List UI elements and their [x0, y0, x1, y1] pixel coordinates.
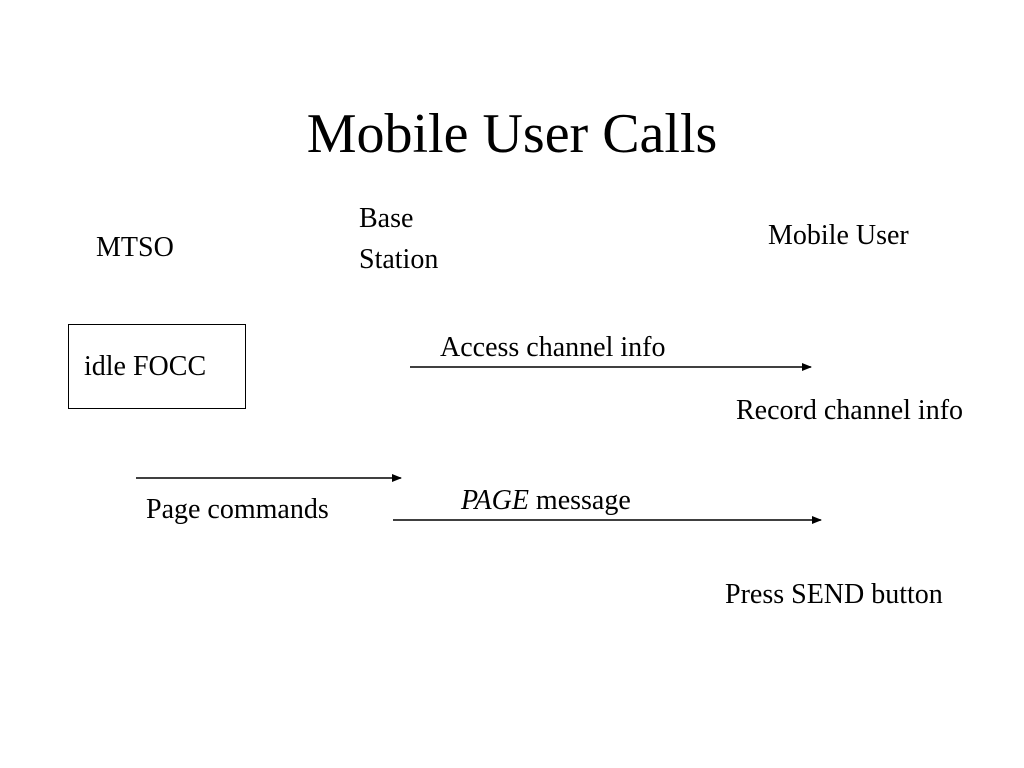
page-message-label: PAGE message: [461, 484, 631, 518]
page-message-suffix: message: [528, 485, 631, 516]
page-title: Mobile User Calls: [306, 103, 718, 165]
base-station-label-line1: Base: [359, 203, 414, 234]
idle-focc-box: [68, 324, 246, 409]
idle-focc-label: idle FOCC: [84, 351, 207, 382]
mtso-label: MTSO: [96, 232, 174, 263]
press-send-label: Press SEND button: [725, 579, 943, 610]
base-station-label-line2: Station: [359, 244, 439, 275]
access-channel-label: Access channel info: [440, 332, 666, 363]
record-channel-label: Record channel info: [736, 395, 964, 426]
page-commands-label: Page commands: [146, 494, 329, 525]
mobile-user-label: Mobile User: [768, 220, 909, 251]
page-keyword: PAGE: [461, 485, 529, 516]
